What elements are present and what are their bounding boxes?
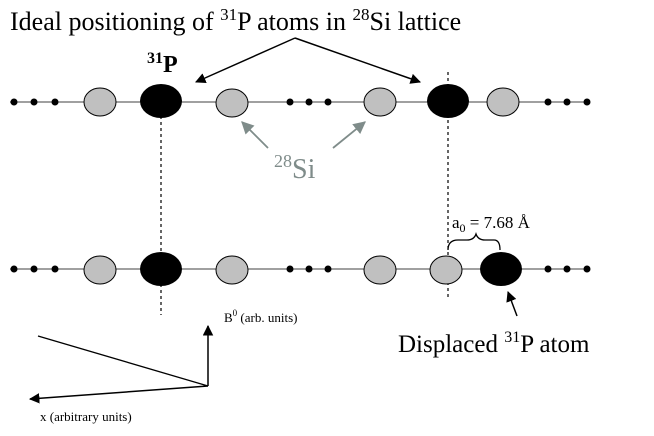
b-axis-label: B0 (arb. units) [224,308,297,325]
x-axis [28,385,209,404]
si-atom [215,88,249,118]
title-arrow-left [195,37,296,83]
ellipsis-dot [51,98,59,106]
p-atom [140,84,182,118]
ellipsis-dot [30,265,38,273]
si-atom [83,255,117,285]
si-atom [83,87,117,117]
si-arrow-left [241,121,269,149]
si-label: 28Si [274,151,316,185]
ellipsis-dot [286,98,294,106]
lattice-constant-label: a0 = 7.68 Å [452,213,531,235]
ellipsis-dot [583,98,591,106]
si-atom [363,87,397,117]
si-atom [486,87,520,117]
x-axis-label: x (arbitrary units) [40,409,132,424]
ellipsis-dot [563,98,571,106]
displaced-arrow [506,291,518,317]
si-atom [215,255,249,285]
title-arrow-right [294,37,421,84]
ellipsis-dot [583,265,591,273]
ellipsis-dot [324,265,332,273]
si-atom [429,255,463,285]
ellipsis-dot [324,98,332,106]
ellipsis-dot [286,265,294,273]
lattice-row-bottom [10,252,591,286]
ellipsis-dot [563,265,571,273]
ellipsis-dot [544,98,552,106]
ellipsis-dot [544,265,552,273]
lattice-row-top [10,84,591,118]
p-atom [140,252,182,286]
si-atom [363,255,397,285]
ellipsis-dot [30,98,38,106]
diagram-title: Ideal positioning of 31P atoms in 28Si l… [10,5,461,36]
p-label: 31P [147,50,178,78]
lattice-constant-brace [447,231,501,251]
displaced-p-atom [480,252,522,286]
ellipsis-dot [10,265,18,273]
si-arrow-right [332,121,366,149]
field-gradient-line [37,335,209,387]
ellipsis-dot [305,265,313,273]
ellipsis-dot [305,98,313,106]
ellipsis-dot [10,98,18,106]
displaced-label: Displaced 31P atom [398,329,590,358]
p-atom [427,84,469,118]
ellipsis-dot [51,265,59,273]
